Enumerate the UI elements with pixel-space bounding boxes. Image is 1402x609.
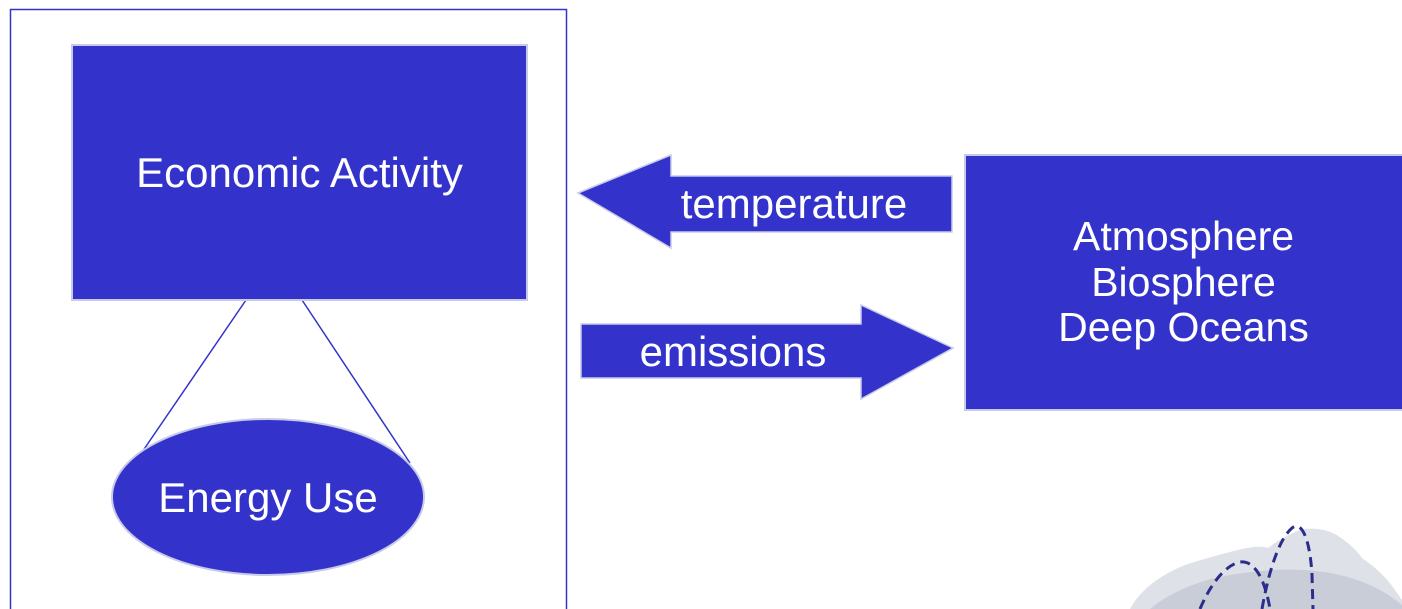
temperature-label: temperature xyxy=(680,180,908,227)
deep-oceans-text: Deep Oceans xyxy=(1058,304,1309,351)
connector-line-right xyxy=(301,299,411,464)
earth-systems-label: Atmosphere Biosphere Deep Oceans xyxy=(965,155,1402,410)
emissions-arrow xyxy=(580,303,955,401)
connector-line-left xyxy=(137,299,247,459)
earth-systems-box xyxy=(964,154,1402,411)
left-frame xyxy=(9,8,568,609)
energy-use-ellipse xyxy=(111,418,425,576)
biosphere-text: Biosphere xyxy=(1091,258,1276,305)
economic-activity-box xyxy=(71,44,528,301)
decorative-globe-graphic xyxy=(1130,524,1402,609)
energy-use-label: Energy Use xyxy=(158,473,378,521)
emissions-label: emissions xyxy=(639,328,827,375)
atmosphere-text: Atmosphere xyxy=(1072,212,1295,259)
temperature-arrow xyxy=(576,153,953,250)
economic-activity-label: Economic Activity xyxy=(136,148,463,196)
